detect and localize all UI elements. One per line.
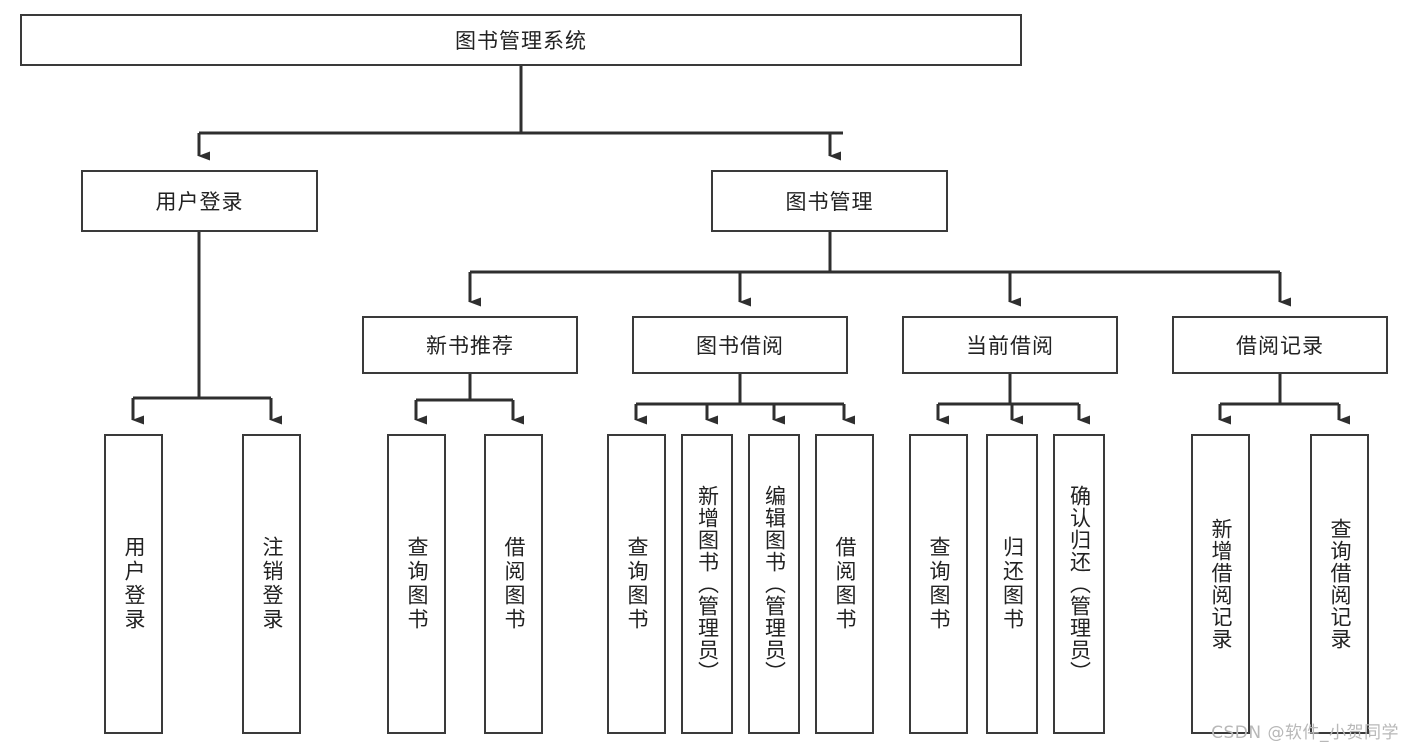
node-leaf-edit-book-admin[interactable]: 编辑图书（管理员） — [748, 434, 800, 734]
node-leaf-logout[interactable]: 注销登录 — [242, 434, 301, 734]
node-leaf-user-login[interactable]: 用户登录 — [104, 434, 163, 734]
watermark-text: CSDN @软件_小贺同学 — [1211, 723, 1399, 743]
node-borrow-records-label: 借阅记录 — [1236, 334, 1324, 358]
node-leaf-label: 查询借阅记录 — [1328, 518, 1352, 650]
node-borrow-records[interactable]: 借阅记录 — [1172, 316, 1388, 374]
node-user-login[interactable]: 用户登录 — [81, 170, 318, 232]
node-book-management[interactable]: 图书管理 — [711, 170, 948, 232]
node-root-system[interactable]: 图书管理系统 — [20, 14, 1022, 66]
node-leaf-label: 查询图书 — [927, 536, 951, 632]
node-leaf-query-book-current[interactable]: 查询图书 — [909, 434, 968, 734]
node-leaf-label: 借阅图书 — [502, 536, 526, 632]
node-leaf-label: 确认归还（管理员） — [1067, 485, 1092, 683]
node-new-book-recommend[interactable]: 新书推荐 — [362, 316, 578, 374]
node-leaf-add-book-admin[interactable]: 新增图书（管理员） — [681, 434, 733, 734]
node-leaf-label: 新增图书（管理员） — [695, 485, 720, 683]
node-leaf-label: 注销登录 — [260, 536, 284, 632]
node-leaf-return-book[interactable]: 归还图书 — [986, 434, 1038, 734]
node-leaf-label: 查询图书 — [405, 536, 429, 632]
node-current-borrow-label: 当前借阅 — [966, 334, 1054, 358]
node-book-borrow[interactable]: 图书借阅 — [632, 316, 848, 374]
node-leaf-label: 查询图书 — [625, 536, 649, 632]
node-leaf-label: 用户登录 — [122, 536, 146, 632]
node-leaf-borrow-book[interactable]: 借阅图书 — [815, 434, 874, 734]
node-leaf-label: 归还图书 — [1000, 536, 1025, 632]
node-leaf-query-borrow-record[interactable]: 查询借阅记录 — [1310, 434, 1369, 734]
node-leaf-query-book-newbook[interactable]: 查询图书 — [387, 434, 446, 734]
node-book-borrow-label: 图书借阅 — [696, 334, 784, 358]
node-leaf-add-borrow-record[interactable]: 新增借阅记录 — [1191, 434, 1250, 734]
node-current-borrow[interactable]: 当前借阅 — [902, 316, 1118, 374]
node-leaf-label: 新增借阅记录 — [1209, 518, 1233, 650]
node-leaf-query-book-borrow[interactable]: 查询图书 — [607, 434, 666, 734]
node-leaf-borrow-book-newbook[interactable]: 借阅图书 — [484, 434, 543, 734]
node-new-book-recommend-label: 新书推荐 — [426, 334, 514, 358]
node-leaf-label: 借阅图书 — [833, 536, 857, 632]
node-book-management-label: 图书管理 — [785, 190, 874, 214]
node-leaf-confirm-return-admin[interactable]: 确认归还（管理员） — [1053, 434, 1105, 734]
node-user-login-label: 用户登录 — [155, 190, 244, 214]
node-leaf-label: 编辑图书（管理员） — [762, 485, 787, 683]
node-root-label: 图书管理系统 — [455, 29, 587, 53]
